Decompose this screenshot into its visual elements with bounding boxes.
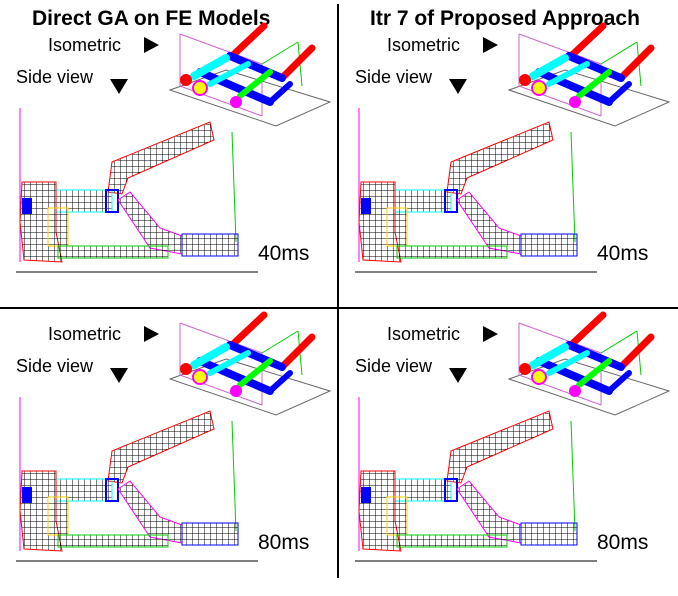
arrow-right-icon: [483, 37, 498, 53]
side-view-mesh: [355, 108, 597, 273]
arrow-down-icon: [449, 79, 467, 94]
time-label: 80ms: [258, 531, 310, 554]
arrow-down-icon: [110, 368, 128, 383]
time-label: 40ms: [597, 242, 649, 265]
isometric-model: [168, 22, 332, 127]
arrow-right-icon: [483, 326, 498, 342]
side-view-label: Side view: [16, 356, 94, 376]
isometric-label: Isometric: [48, 35, 122, 55]
side-view-mesh: [355, 397, 597, 562]
horizontal-divider: [0, 307, 678, 309]
arrow-right-icon: [144, 37, 159, 53]
side-view-label: Side view: [355, 67, 433, 87]
simulation-panel-2: Isometric Side view 40ms: [339, 22, 678, 307]
isometric-label: Isometric: [387, 35, 461, 55]
side-view-mesh: [16, 397, 258, 562]
title-proposed-approach: Itr 7 of Proposed Approach: [370, 7, 640, 30]
time-label: 40ms: [258, 242, 310, 265]
isometric-model: [168, 311, 332, 416]
simulation-panel-4: Isometric Side view 80ms: [339, 311, 678, 596]
simulation-panel-3: Isometric Side view 80ms: [0, 311, 339, 596]
arrow-down-icon: [449, 368, 467, 383]
isometric-label: Isometric: [387, 324, 461, 344]
isometric-label: Isometric: [48, 324, 122, 344]
isometric-model: [507, 22, 671, 127]
arrow-right-icon: [144, 326, 159, 342]
simulation-panel-1: Isometric Side view 40ms: [0, 22, 339, 307]
side-view-label: Side view: [355, 356, 433, 376]
isometric-model: [507, 311, 671, 416]
side-view-mesh: [16, 108, 258, 273]
vertical-divider: [337, 4, 339, 578]
title-direct-ga: Direct GA on FE Models: [32, 7, 271, 30]
side-view-label: Side view: [16, 67, 94, 87]
arrow-down-icon: [110, 79, 128, 94]
time-label: 80ms: [597, 531, 649, 554]
